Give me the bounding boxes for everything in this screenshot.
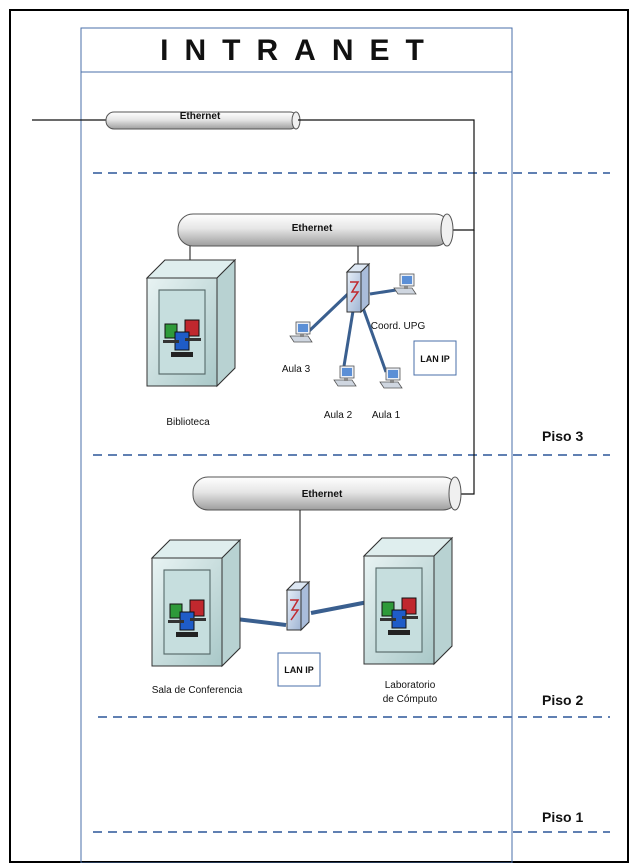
ethernet-label-top: Ethernet (180, 111, 221, 122)
aula1-pc-icon (379, 367, 403, 389)
floor-label-piso1: Piso 1 (542, 809, 583, 825)
laboratorio-label-line2: de Cómputo (383, 694, 438, 705)
aula3-label: Aula 3 (282, 364, 311, 375)
sala-label: Sala de Conferencia (152, 685, 243, 696)
link-aula2 (342, 304, 356, 367)
switch-floor2-icon (286, 581, 310, 631)
riser-link-floor2 (458, 230, 475, 495)
coord-pc-icon (393, 273, 417, 295)
lanip-box-floor3 (413, 340, 457, 376)
sala-room-icon (151, 539, 241, 667)
laboratorio-room-icon (363, 537, 453, 665)
lanip-label-floor2: LAN IP (284, 665, 314, 675)
lanip-box-floor2 (277, 652, 321, 687)
link-sala (235, 617, 287, 627)
aula1-label: Aula 1 (372, 410, 401, 421)
aula2-label: Aula 2 (324, 410, 353, 421)
link-coord (369, 288, 397, 296)
link-aula3 (304, 288, 354, 336)
ethernet-bus-floor3 (177, 213, 454, 247)
ethernet-label-floor2: Ethernet (302, 489, 343, 500)
riser-link-top (298, 119, 475, 231)
biblioteca-room-icon (146, 259, 236, 387)
ethernet-label-floor3: Ethernet (292, 223, 333, 234)
biblioteca-label: Biblioteca (166, 417, 210, 428)
ethernet-bus-top (105, 111, 301, 130)
aula3-pc-icon (289, 321, 313, 343)
laboratorio-label-line1: Laboratorio (385, 680, 436, 691)
diagram-title: INTRANET (160, 34, 440, 67)
lanip-label-floor3: LAN IP (420, 354, 450, 364)
building-panel (80, 27, 513, 863)
coord-label: Coord. UPG (371, 321, 426, 332)
floor-label-piso3: Piso 3 (542, 428, 583, 444)
link-laboratorio (310, 600, 369, 615)
ethernet-bus-floor2 (192, 476, 462, 511)
link-aula1 (360, 304, 388, 373)
floor-label-piso2: Piso 2 (542, 692, 583, 708)
switch-floor3-icon (346, 263, 370, 313)
title-box (80, 27, 513, 73)
page-frame (9, 9, 629, 863)
aula2-pc-icon (333, 365, 357, 387)
